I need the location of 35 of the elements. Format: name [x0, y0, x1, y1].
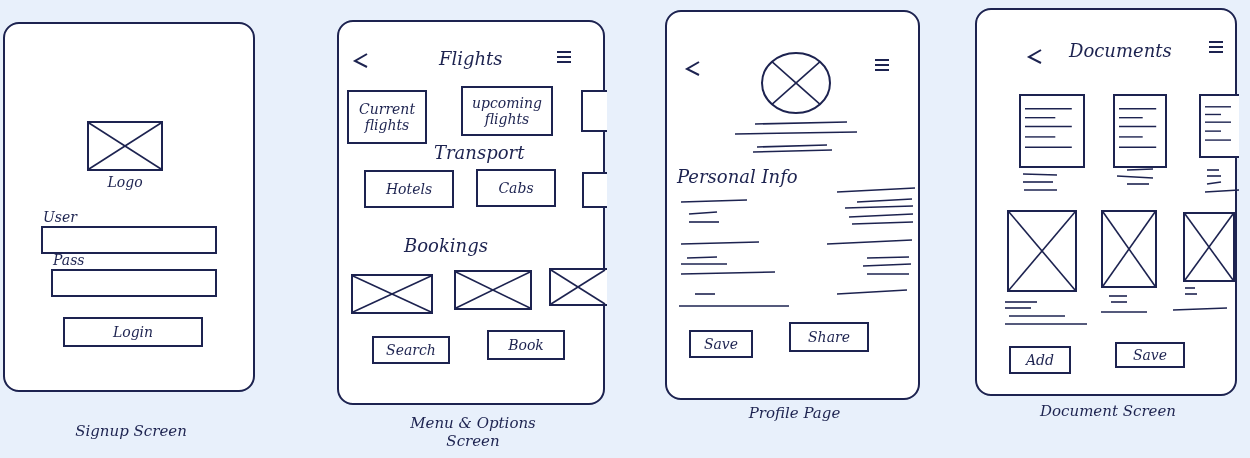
button: Save [689, 330, 753, 358]
document-thumbnail [1019, 94, 1085, 168]
button: Cabs [476, 169, 556, 207]
option-tile [582, 172, 607, 208]
option-tile [581, 90, 607, 132]
button: Save [1115, 342, 1185, 368]
heading: Documents [1069, 42, 1172, 60]
screen-caption: Menu & Options Screen [409, 414, 537, 450]
button: Share [789, 322, 869, 352]
image-placeholder [351, 274, 433, 314]
button: Current flights [347, 90, 427, 144]
image-placeholder [454, 270, 532, 310]
image-placeholder [549, 268, 607, 306]
screen-caption: Signup Screen [74, 422, 188, 440]
document-thumbnail [1199, 94, 1239, 158]
button: Add [1009, 346, 1071, 374]
heading: Personal Info [677, 168, 798, 186]
field-label: User [43, 208, 77, 226]
heading: Transport [434, 144, 525, 162]
image-placeholder [1183, 212, 1235, 282]
button: Login [63, 317, 203, 347]
field-label: Pass [53, 251, 85, 269]
avatar-placeholder [761, 52, 831, 114]
image-placeholder [1101, 210, 1157, 288]
button: Hotels [364, 170, 454, 208]
button: Search [372, 336, 450, 364]
screen-caption: Profile Page [747, 404, 842, 422]
heading: Bookings [404, 237, 488, 255]
button: upcoming flights [461, 86, 553, 136]
screen-caption: Document Screen [1039, 402, 1177, 420]
image-caption: Logo [106, 173, 144, 191]
button: Book [487, 330, 565, 360]
document-thumbnail [1113, 94, 1167, 168]
heading: Flights [439, 50, 503, 68]
image-placeholder [1007, 210, 1077, 292]
